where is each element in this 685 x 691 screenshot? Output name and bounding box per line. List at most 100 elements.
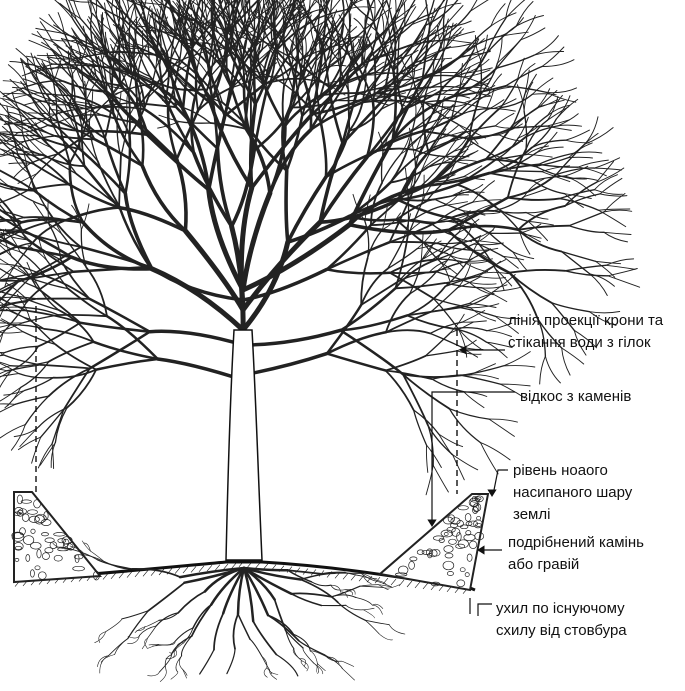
branch xyxy=(585,117,598,144)
new-soil-level-label: рівень ноаого насипаного шару землі xyxy=(513,460,632,526)
root xyxy=(214,613,223,649)
branch xyxy=(49,368,90,396)
branch xyxy=(447,27,461,45)
root xyxy=(302,661,308,671)
root xyxy=(165,655,171,671)
branch xyxy=(458,329,481,350)
branch xyxy=(426,445,427,472)
branch xyxy=(36,157,69,184)
crushed-stone-label-2: або гравій xyxy=(508,554,644,576)
branch xyxy=(600,178,622,194)
branch xyxy=(180,122,211,124)
root xyxy=(331,585,345,590)
root xyxy=(95,632,106,643)
stone-slope-right xyxy=(380,494,488,590)
branch xyxy=(518,226,569,230)
ground-hatch xyxy=(199,566,204,572)
crown-line-label-1: лінія проекції крони та xyxy=(508,310,663,332)
branch xyxy=(23,332,56,345)
crushed-stone-label: подрібнений камінь або гравій xyxy=(508,532,644,576)
stone-slope-label-1: відкос з каменів xyxy=(520,386,631,408)
branch xyxy=(404,2,405,25)
root xyxy=(115,639,128,655)
branch xyxy=(608,269,637,276)
branch xyxy=(283,86,284,122)
root xyxy=(379,634,392,640)
branch xyxy=(0,310,26,311)
branch xyxy=(539,164,578,167)
root xyxy=(99,632,106,643)
root xyxy=(356,598,373,606)
branch xyxy=(64,0,92,2)
branch xyxy=(473,248,498,250)
root xyxy=(303,648,314,663)
branch xyxy=(461,375,500,384)
branch xyxy=(457,351,481,354)
arrow-head xyxy=(428,520,436,526)
existing-slope-label-2: схилу від стовбура xyxy=(496,620,627,642)
branch xyxy=(58,315,107,316)
branch xyxy=(527,146,548,154)
branch xyxy=(604,210,632,212)
branch xyxy=(558,125,582,126)
ground-hatch xyxy=(399,580,404,586)
branch xyxy=(427,445,442,467)
crown-projection-label: лінія проекції крони та стікання води з … xyxy=(508,310,663,354)
root xyxy=(140,626,157,635)
branch xyxy=(14,427,38,437)
branch xyxy=(0,352,5,363)
branch xyxy=(243,225,350,290)
branch xyxy=(34,202,50,225)
branch xyxy=(382,154,401,183)
branch xyxy=(286,171,288,242)
branch xyxy=(513,252,534,259)
branch xyxy=(478,276,505,278)
ground-hatch xyxy=(183,567,188,573)
ground-hatch xyxy=(143,570,148,576)
branch xyxy=(457,171,503,185)
root xyxy=(389,625,405,634)
branch xyxy=(127,0,129,9)
arrow-line xyxy=(494,470,508,490)
branch xyxy=(268,91,284,122)
branch xyxy=(410,271,437,294)
branch xyxy=(542,47,564,67)
branch xyxy=(461,366,503,375)
branch xyxy=(471,308,496,321)
branch xyxy=(0,333,3,362)
branch xyxy=(3,134,35,136)
root xyxy=(346,605,364,610)
branch xyxy=(469,282,496,284)
branch xyxy=(158,359,243,380)
root xyxy=(276,655,298,676)
slope-outline xyxy=(14,492,100,582)
branch xyxy=(545,356,560,383)
branch xyxy=(547,88,576,93)
branch xyxy=(338,35,339,60)
branch xyxy=(521,28,545,40)
root xyxy=(360,585,378,587)
branch xyxy=(7,278,33,279)
root xyxy=(106,619,122,632)
branch xyxy=(41,365,90,369)
root xyxy=(332,595,356,598)
new-soil-label-3: землі xyxy=(513,504,632,526)
trunk-outline xyxy=(226,330,262,560)
root xyxy=(267,668,272,674)
branch xyxy=(368,230,383,259)
root xyxy=(176,656,182,672)
root xyxy=(250,639,262,656)
branch xyxy=(562,252,596,262)
branch xyxy=(462,321,486,322)
branch xyxy=(18,174,37,184)
root xyxy=(342,661,354,666)
branch xyxy=(569,143,592,158)
branch xyxy=(390,242,438,243)
root xyxy=(268,615,299,640)
branch xyxy=(489,173,533,181)
branch xyxy=(481,443,499,474)
branch xyxy=(394,0,396,13)
branch xyxy=(578,160,609,167)
branch xyxy=(462,311,484,323)
branch xyxy=(495,113,514,126)
